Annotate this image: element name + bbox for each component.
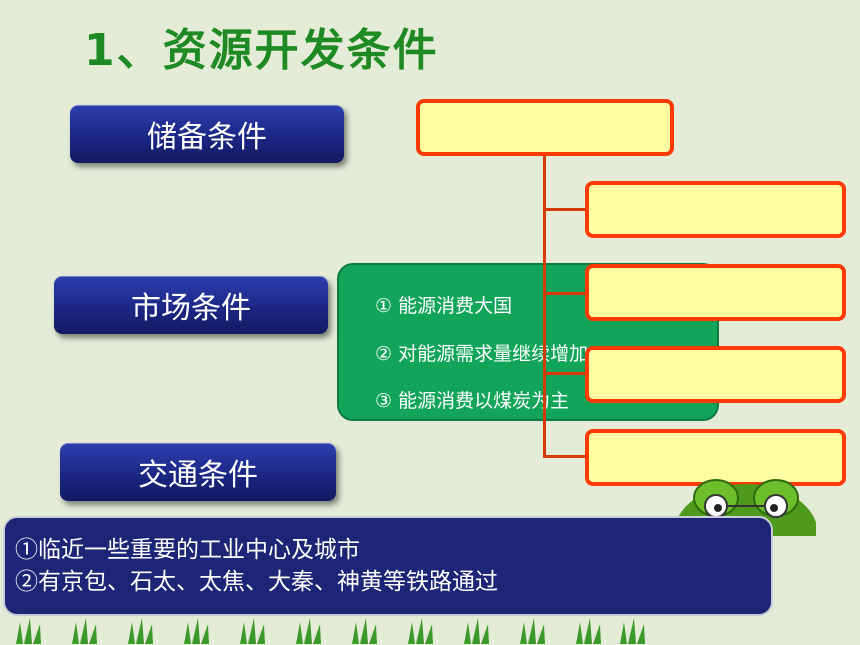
storage-answer-box-1[interactable] xyxy=(585,181,846,238)
market-point-1: ① 能源消费大国 xyxy=(375,295,513,317)
market-point-3: ③ 能源消费以煤炭为主 xyxy=(375,390,570,412)
grass-decoration-icon xyxy=(16,618,645,644)
slide-title: 1、资源开发条件 xyxy=(84,25,439,76)
transport-point-1: ①临近一些重要的工业中心及城市 xyxy=(15,537,360,563)
connector-trunk xyxy=(543,154,546,458)
storage-answer-box-3[interactable] xyxy=(585,346,846,403)
storage-answer-box[interactable] xyxy=(416,99,674,156)
connector-branch-4 xyxy=(543,455,588,458)
transport-conditions-panel: ①临近一些重要的工业中心及城市 ②有京包、石太、太焦、大秦、神黄等铁路通过 xyxy=(3,516,773,616)
connector-branch-1 xyxy=(543,208,588,211)
market-point-2: ② 对能源需求量继续增加 xyxy=(375,343,589,365)
transport-conditions-button[interactable]: 交通条件 xyxy=(60,443,336,501)
connector-branch-2 xyxy=(543,292,588,295)
transport-point-2: ②有京包、石太、太焦、大秦、神黄等铁路通过 xyxy=(15,569,498,595)
storage-conditions-button[interactable]: 储备条件 xyxy=(70,105,344,163)
storage-answer-box-2[interactable] xyxy=(585,264,846,321)
market-conditions-button[interactable]: 市场条件 xyxy=(54,276,328,334)
connector-branch-3 xyxy=(543,372,588,375)
